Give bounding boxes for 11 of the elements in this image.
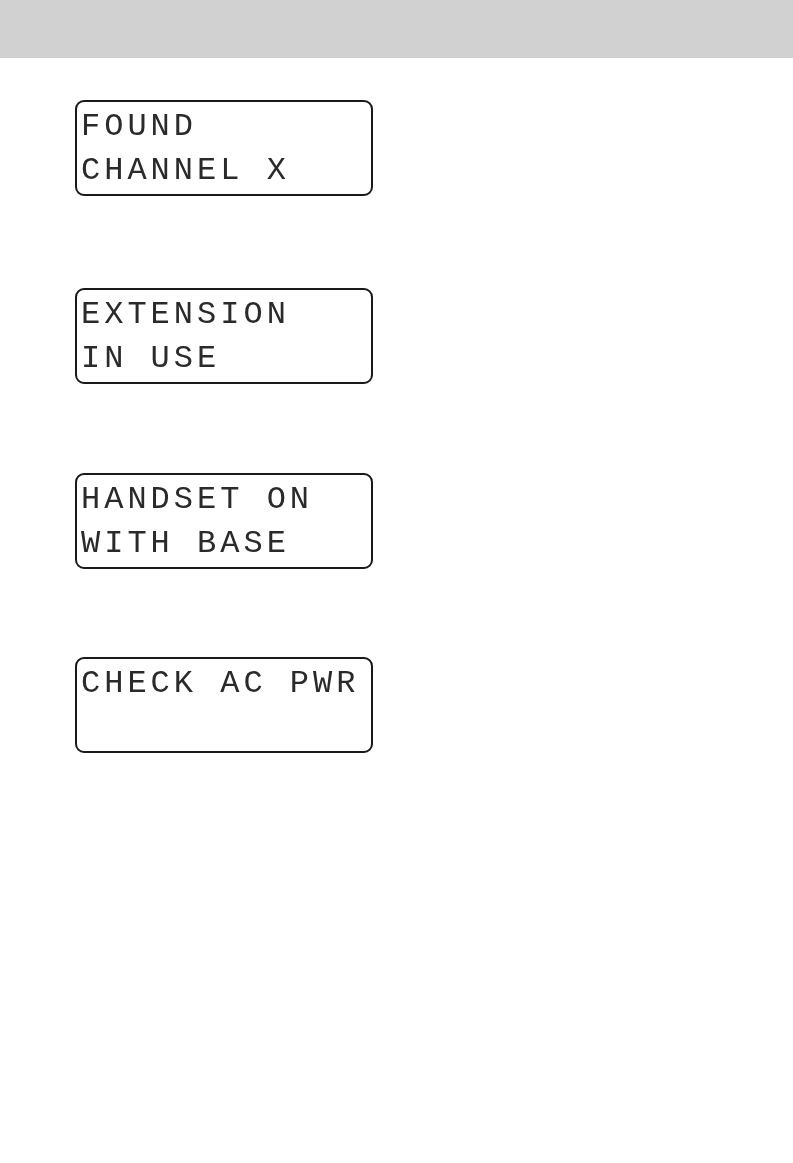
display-text: CHECK AC PWR [81,664,361,704]
display-text: CHANNEL X [81,151,291,191]
display-text: FOUND [81,107,198,147]
display-text: WITH BASE [81,524,291,564]
display-text: EXTENSION [81,295,291,335]
display-text: IN USE [81,339,222,379]
lcd-display [75,100,373,196]
display-text: HANDSET ON [81,480,315,520]
lcd-display [75,288,373,384]
lcd-display [75,657,373,753]
lcd-display [75,473,373,569]
